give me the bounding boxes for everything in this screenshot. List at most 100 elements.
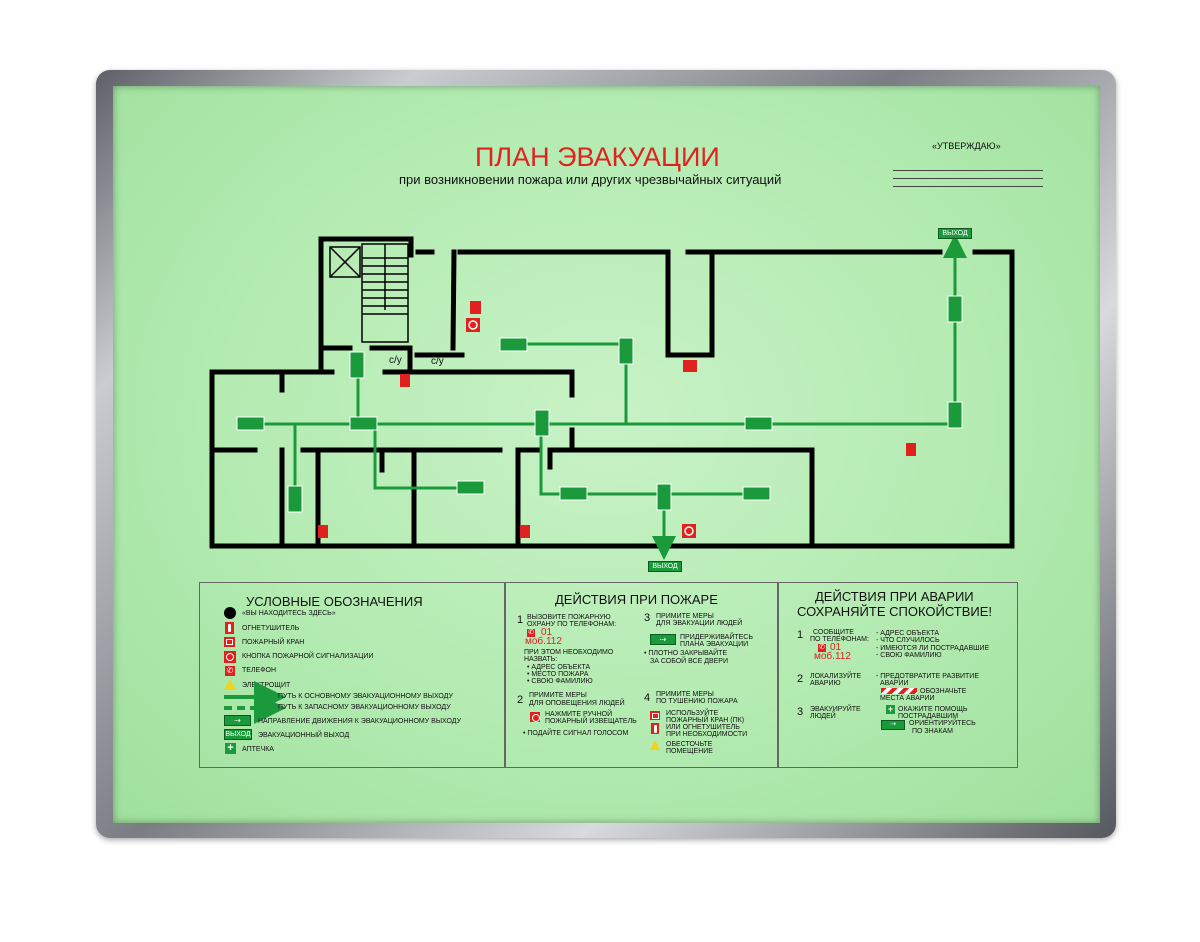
step-text: ПОЖАРНЫЙ ИЗВЕЩАТЕЛЬ: [545, 718, 637, 725]
step-text: - АДРЕС ОБЪЕКТА: [876, 630, 940, 637]
electric-panel-icon: [650, 740, 660, 750]
legend-title: УСЛОВНЫЕ ОБОЗНАЧЕНИЯ: [246, 594, 423, 609]
fire-extinguisher-icon: [225, 622, 234, 634]
hazard-stripe-icon: [881, 688, 917, 694]
step-text: ИСПОЛЬЗУЙТЕ: [666, 710, 719, 717]
step-text: ПЛАНА ЭВАКУАЦИИ: [680, 641, 749, 648]
step-number: 3: [797, 706, 804, 718]
staircase: [361, 243, 409, 343]
step-text: ЛОКАЛИЗУЙТЕ: [810, 673, 862, 680]
step-text: ЗА СОБОЙ ВСЕ ДВЕРИ: [650, 658, 729, 665]
step-text: СООБЩИТЕ: [813, 629, 854, 636]
elevator-shaft: [329, 246, 361, 278]
fire-extinguisher-icon: [651, 723, 659, 734]
step-text: АВАРИИ: [880, 680, 909, 687]
step-text: ПРИМИТЕ МЕРЫ: [656, 613, 714, 620]
approval-line: [893, 186, 1043, 187]
step-text: МЕСТА АВАРИИ: [880, 695, 935, 702]
approval-line: [893, 178, 1043, 179]
step-text: НАЗВАТЬ:: [524, 656, 558, 663]
plan-title: ПЛАН ЭВАКУАЦИИ: [475, 142, 720, 172]
step-text: ПО ЗНАКАМ: [912, 728, 953, 735]
step-text: • ПОДАЙТЕ СИГНАЛ ГОЛОСОМ: [523, 730, 629, 737]
approval-stamp: «УТВЕРЖДАЮ»: [932, 141, 1001, 151]
step-text: • МЕСТО ПОЖАРА: [527, 671, 589, 678]
accident-subtitle: СОХРАНЯЙТЕ СПОКОЙСТВИЕ!: [797, 604, 993, 619]
legend-item: ПОЖАРНЫЙ КРАН: [242, 639, 305, 646]
step-text: • СВОЮ ФАМИЛИЮ: [527, 678, 593, 685]
first-aid-kit-icon: +: [886, 704, 895, 714]
step-text: - ПРЕДОТВРАТИТЕ РАЗВИТИЕ: [876, 673, 979, 680]
step-text: ПО ТУШЕНИЮ ПОЖАРА: [656, 698, 738, 705]
legend-item: ТЕЛЕФОН: [242, 667, 277, 674]
step-text: ОРИЕНТИРУЙТЕСЬ: [909, 720, 976, 727]
exit-sign-top: ВЫХОД: [938, 228, 972, 239]
phone-number: 01: [541, 627, 553, 638]
step-text: ОХРАНУ ПО ТЕЛЕФОНАМ:: [527, 621, 617, 628]
phone-icon: ✆: [527, 629, 535, 637]
legend-item: НАПРАВЛЕНИЕ ДВИЖЕНИЯ К ЭВАКУАЦИОННОМУ ВЫ…: [258, 718, 462, 725]
legend-item: АПТЕЧКА: [242, 746, 274, 753]
step-text: - ЧТО СЛУЧИЛОСЬ: [876, 637, 940, 644]
step-number: 2: [797, 673, 804, 685]
phone-number: моб.112: [814, 651, 851, 662]
step-text: ОБЕСТОЧЬТЕ: [666, 741, 713, 748]
legend-panel: [199, 582, 505, 768]
step-text: ПОМЕЩЕНИЕ: [666, 748, 713, 755]
accident-actions-panel: [778, 582, 1018, 768]
electric-panel-icon: [224, 679, 236, 690]
running-man-signs: [236, 295, 963, 513]
approval-line: [893, 170, 1043, 171]
legend-item: ПУТЬ К ЗАПАСНОМУ ЭВАКУАЦИОННОМУ ВЫХОДУ: [278, 704, 451, 711]
direction-sign-icon: ⇢: [224, 715, 251, 726]
step-text: ПРИ ЭТОМ НЕОБХОДИМО: [524, 649, 614, 656]
step-number: 1: [517, 614, 524, 626]
step-text: АВАРИЮ: [810, 680, 841, 687]
step-text: ПРИ НЕОБХОДИМОСТИ: [666, 731, 748, 738]
step-text: ДЛЯ ОПОВЕЩЕНИЯ ЛЮДЕЙ: [529, 700, 625, 707]
exit-badge-icon: ВЫХОД: [224, 729, 252, 740]
wc-label: с/у: [431, 356, 444, 367]
walls: [209, 236, 1015, 549]
step-text: ОКАЖИТЕ ПОМОЩЬ: [898, 706, 968, 713]
step-text: • ПЛОТНО ЗАКРЫВАЙТЕ: [644, 650, 728, 657]
phone-icon: ✆: [225, 666, 235, 676]
fire-actions-title: ДЕЙСТВИЯ ПРИ ПОЖАРЕ: [555, 592, 718, 607]
plan-subtitle: при возникновении пожара или других чрез…: [399, 172, 782, 187]
step-text: ЭВАКУИРУЙТЕ: [810, 706, 861, 713]
wc-label: с/у: [389, 355, 402, 366]
step-text: ИЛИ ОГНЕТУШИТЕЛЬ: [666, 724, 740, 731]
phone-number: 01: [830, 642, 842, 653]
legend-item: ПУТЬ К ОСНОВНОМУ ЭВАКУАЦИОННОМУ ВЫХОДУ: [278, 693, 453, 700]
fire-hydrant-icon: [650, 711, 660, 720]
step-text: НАЖМИТЕ РУЧНОЙ: [545, 711, 613, 718]
step-text: ПОСТРАДАВШИМ: [898, 713, 959, 720]
direction-sign-icon: ⇢: [650, 634, 676, 645]
legend-item: КНОПКА ПОЖАРНОЙ СИГНАЛИЗАЦИИ: [242, 653, 374, 660]
first-aid-kit-icon: +: [225, 743, 236, 754]
phone-number: моб.112: [525, 636, 562, 647]
step-text: ПОЖАРНЫЙ КРАН (ПК): [666, 717, 745, 724]
step-text: ЛЮДЕЙ: [810, 713, 836, 720]
accident-title: ДЕЙСТВИЯ ПРИ АВАРИИ: [815, 589, 974, 604]
fire-hydrant-icon: [224, 637, 235, 647]
fire-alarm-button-icon: [530, 712, 540, 722]
legend-item: ОГНЕТУШИТЕЛЬ: [242, 625, 300, 632]
step-text: ПРИДЕРЖИВАЙТЕСЬ: [680, 634, 753, 641]
you-are-here-icon: [224, 607, 236, 619]
step-text: ВЫЗОВИТЕ ПОЖАРНУЮ: [527, 614, 611, 621]
step-number: 2: [517, 694, 524, 706]
step-text: ДЛЯ ЭВАКУАЦИИ ЛЮДЕЙ: [656, 620, 743, 627]
step-number: 3: [644, 612, 651, 624]
step-number: 1: [797, 629, 804, 641]
step-text: ОБОЗНАЧЬТЕ: [920, 688, 967, 695]
legend-item: «ВЫ НАХОДИТЕСЬ ЗДЕСЬ»: [242, 610, 336, 617]
step-text: - СВОЮ ФАМИЛИЮ: [876, 652, 942, 659]
step-number: 4: [644, 692, 651, 704]
step-text: - ИМЕЮТСЯ ЛИ ПОСТРАДАВШИЕ: [876, 645, 990, 652]
fire-actions-panel: [505, 582, 778, 768]
exit-sign-bottom: ВЫХОД: [648, 561, 682, 572]
fire-equipment: [318, 301, 916, 538]
